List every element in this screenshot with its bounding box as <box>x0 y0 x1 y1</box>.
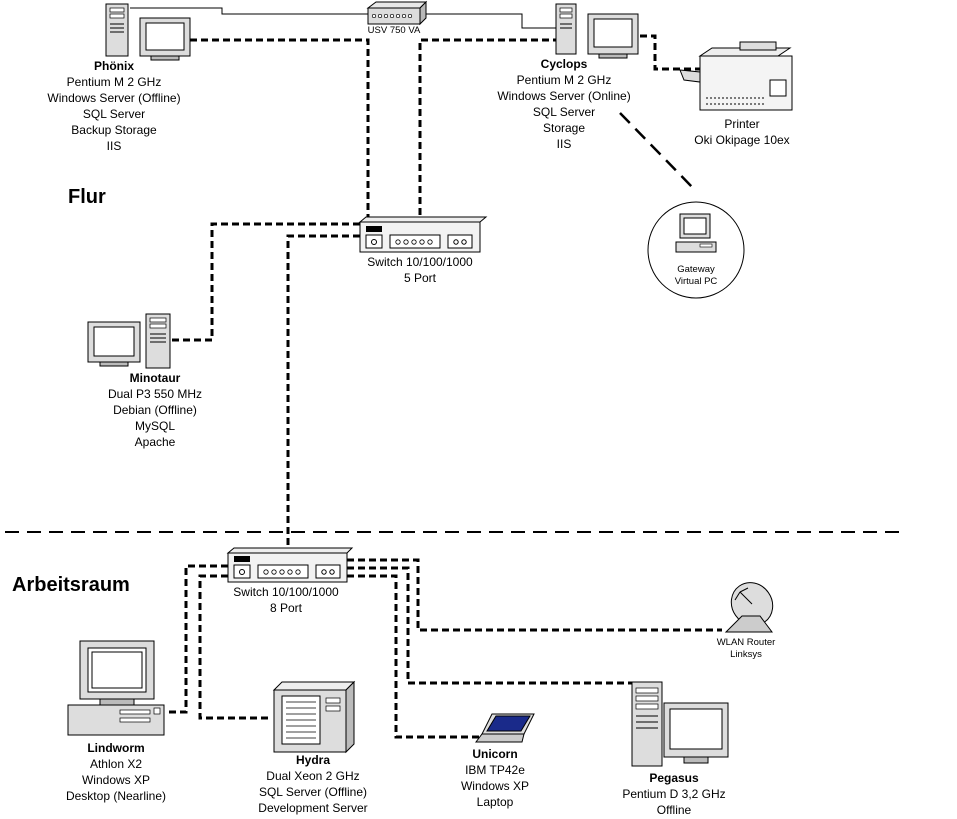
unicorn-line: Laptop <box>476 795 514 809</box>
cyclops-label: Cyclops Pentium M 2 GHz Windows Server (… <box>474 56 654 152</box>
hydra-line: Dual Xeon 2 GHz <box>266 769 360 783</box>
minotaur-line: Apache <box>134 435 176 449</box>
wlan-line: Linksys <box>730 649 762 660</box>
minotaur-line: Debian (Offline) <box>113 403 197 417</box>
minotaur-line: Dual P3 550 MHz <box>107 387 203 401</box>
lindworm-line: Athlon X2 <box>89 757 143 771</box>
lindworm-line: Desktop (Nearline) <box>65 789 167 803</box>
unicorn-name: Unicorn <box>472 747 518 761</box>
pegasus-label: Pegasus Pentium D 3,2 GHz Offline <box>606 770 742 818</box>
cable-phoenix-switch5 <box>190 38 370 222</box>
lindworm-label: Lindworm Athlon X2 Windows XP Desktop (N… <box>46 740 186 804</box>
cable-cyclops-gateway <box>619 112 696 191</box>
phoenix-line: Windows Server (Offline) <box>47 91 181 105</box>
gateway-line: Gateway <box>677 264 715 275</box>
gateway-label: Gateway Virtual PC <box>656 264 736 288</box>
cyclops-line: Storage <box>542 121 586 135</box>
hydra-name: Hydra <box>295 753 330 767</box>
gateway-line: Virtual PC <box>674 276 718 287</box>
ups-device <box>366 0 428 26</box>
cyclops-name: Cyclops <box>540 57 588 71</box>
minotaur-label: Minotaur Dual P3 550 MHz Debian (Offline… <box>80 370 230 450</box>
cable-cyclops-switch5 <box>418 38 560 222</box>
phoenix-line: SQL Server <box>82 107 146 121</box>
minotaur-server <box>87 313 171 369</box>
switch8-label: Switch 10/100/1000 8 Port <box>216 584 356 616</box>
lindworm-name: Lindworm <box>87 741 145 755</box>
printer-line: Printer <box>724 117 760 131</box>
phoenix-line: Backup Storage <box>71 123 157 137</box>
cable-switch8-wlan <box>347 558 722 632</box>
unicorn-laptop <box>475 713 535 743</box>
room-label-flur: Flur <box>68 186 106 208</box>
phoenix-label: Phönix Pentium M 2 GHz Windows Server (O… <box>24 58 204 154</box>
cyclops-server <box>555 3 639 59</box>
cable-switch8-hydra <box>198 574 272 720</box>
power-lines <box>130 7 558 29</box>
wlan-line: WLAN Router <box>716 637 776 648</box>
printer-line: Oki Okipage 10ex <box>694 133 790 147</box>
lindworm-desktop <box>67 640 165 736</box>
minotaur-line: MySQL <box>134 419 175 433</box>
pegasus-line: Offline <box>656 803 692 817</box>
cyclops-line: Pentium M 2 GHz <box>516 73 612 87</box>
pegasus-name: Pegasus <box>649 771 699 785</box>
switch-8-port <box>226 547 354 583</box>
wlan-router <box>724 582 774 633</box>
phoenix-server <box>105 3 191 61</box>
switch5-line: 5 Port <box>403 271 436 285</box>
pegasus-desktop <box>631 681 729 767</box>
cyclops-line: SQL Server <box>532 105 596 119</box>
phoenix-line: Pentium M 2 GHz <box>66 75 162 89</box>
minotaur-name: Minotaur <box>129 371 181 385</box>
switch8-line: 8 Port <box>269 601 302 615</box>
room-label-arbeitsraum: Arbeitsraum <box>12 574 130 596</box>
printer-label: Printer Oki Okipage 10ex <box>672 116 812 148</box>
cyclops-line: IIS <box>556 137 572 151</box>
cable-switch8-pegasus <box>347 566 640 685</box>
hydra-label: Hydra Dual Xeon 2 GHz SQL Server (Offlin… <box>240 752 386 816</box>
switch8-line: Switch 10/100/1000 <box>233 585 339 599</box>
unicorn-line: IBM TP42e <box>465 763 525 777</box>
printer-device <box>679 41 793 111</box>
cable-minotaur-switch5 <box>172 222 360 342</box>
phoenix-name: Phönix <box>93 59 134 73</box>
hydra-line: Development Server <box>258 801 368 815</box>
lindworm-line: Windows XP <box>81 773 151 787</box>
switch5-label: Switch 10/100/1000 5 Port <box>350 254 490 286</box>
switch-5-port <box>358 216 488 253</box>
hydra-line: SQL Server (Offline) <box>258 785 368 799</box>
gateway-virtual-pc <box>647 201 745 299</box>
unicorn-line: Windows XP <box>460 779 530 793</box>
hydra-server <box>272 680 356 754</box>
cable-cyclops-printer <box>640 34 700 71</box>
wlan-label: WLAN Router Linksys <box>704 637 788 661</box>
cable-switch8-lindworm <box>168 564 228 714</box>
network-cables <box>168 34 722 739</box>
cable-switch5-switch8 <box>286 234 360 552</box>
switch5-line: Switch 10/100/1000 <box>367 255 473 269</box>
ups-label: USV 750 VA <box>367 25 421 36</box>
phoenix-line: IIS <box>106 139 122 153</box>
cable-switch8-unicorn <box>347 574 482 739</box>
cyclops-line: Windows Server (Online) <box>497 89 631 103</box>
pegasus-line: Pentium D 3,2 GHz <box>622 787 726 801</box>
unicorn-label: Unicorn IBM TP42e Windows XP Laptop <box>440 746 550 810</box>
